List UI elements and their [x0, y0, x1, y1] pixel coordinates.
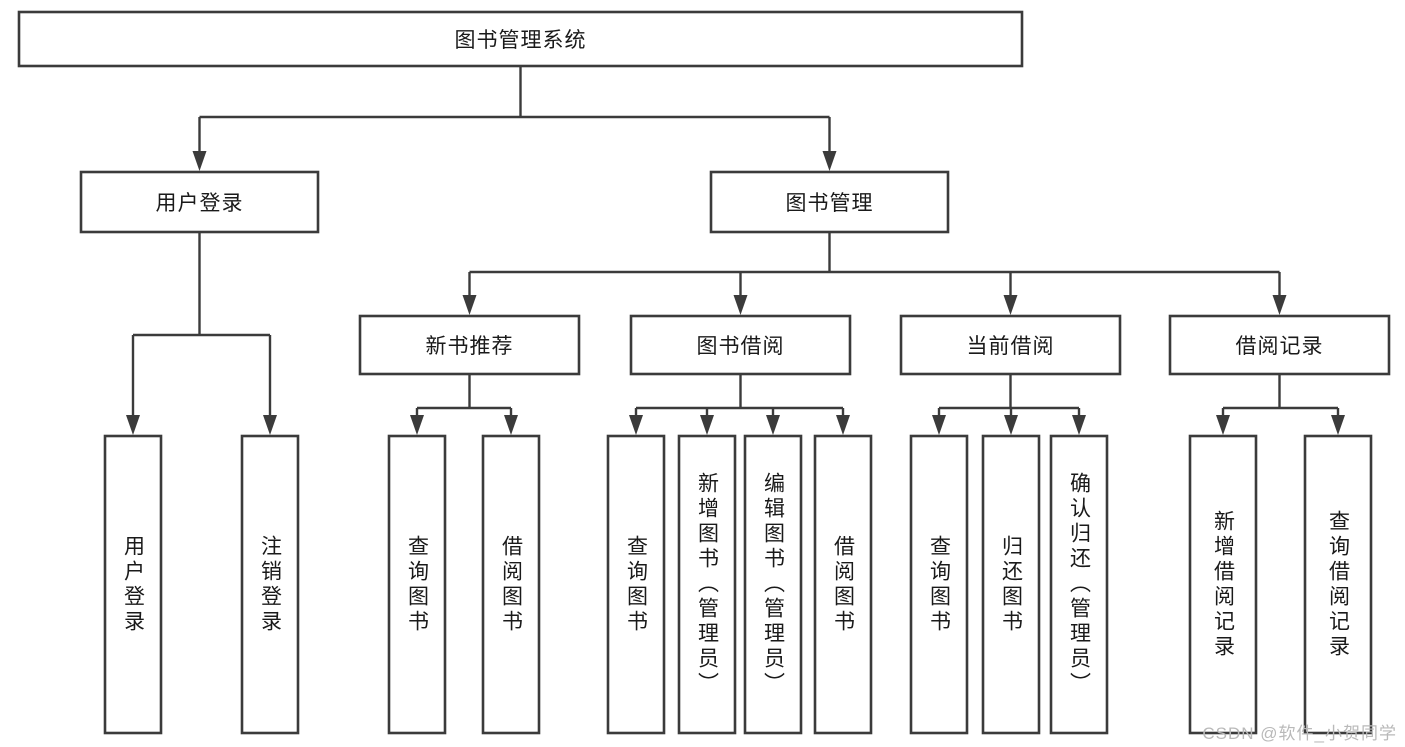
node-box-leaf-3[interactable] [481, 434, 541, 735]
arrowhead-icon [700, 415, 714, 435]
arrowhead-icon [462, 295, 477, 315]
node-box-leaf-8[interactable] [909, 434, 969, 735]
node-box-leaf-9[interactable] [981, 434, 1041, 735]
node-box-root[interactable] [17, 10, 1024, 68]
node-box-leaf-5[interactable] [677, 434, 737, 735]
node-box-leaf-12[interactable] [1303, 434, 1373, 735]
arrowhead-icon [126, 415, 140, 435]
arrowhead-icon [836, 415, 850, 435]
node-box-leaf-10[interactable] [1049, 434, 1109, 735]
arrowhead-icon [1216, 415, 1230, 435]
arrowhead-icon [766, 415, 780, 435]
arrowhead-icon [629, 415, 643, 435]
arrowhead-icon [932, 415, 946, 435]
node-box-level1-0[interactable] [79, 170, 320, 234]
arrowhead-icon [1003, 295, 1018, 315]
node-box-level2-0[interactable] [358, 314, 581, 376]
arrowhead-icon [192, 151, 207, 171]
watermark-label: CSDN @软件_小贺同学 [1202, 724, 1397, 743]
node-box-level2-1[interactable] [629, 314, 852, 376]
arrowhead-icon [1004, 415, 1018, 435]
node-box-leaf-11[interactable] [1188, 434, 1258, 735]
arrowhead-icon [504, 415, 518, 435]
arrowhead-icon [1072, 415, 1086, 435]
node-box-leaf-7[interactable] [813, 434, 873, 735]
arrowhead-icon [1331, 415, 1345, 435]
node-box-leaf-0[interactable] [103, 434, 163, 735]
connector-layer [126, 66, 1345, 435]
arrowhead-icon [263, 415, 277, 435]
node-box-level2-2[interactable] [899, 314, 1122, 376]
arrowhead-icon [822, 151, 837, 171]
node-box-leaf-6[interactable] [743, 434, 803, 735]
node-box-leaf-4[interactable] [606, 434, 666, 735]
node-box-level1-1[interactable] [709, 170, 950, 234]
node-box-leaf-2[interactable] [387, 434, 447, 735]
node-box-layer [17, 10, 1391, 735]
node-box-leaf-1[interactable] [240, 434, 300, 735]
arrowhead-icon [1272, 295, 1287, 315]
node-box-level2-3[interactable] [1168, 314, 1391, 376]
arrowhead-icon [410, 415, 424, 435]
arrowhead-icon [733, 295, 748, 315]
